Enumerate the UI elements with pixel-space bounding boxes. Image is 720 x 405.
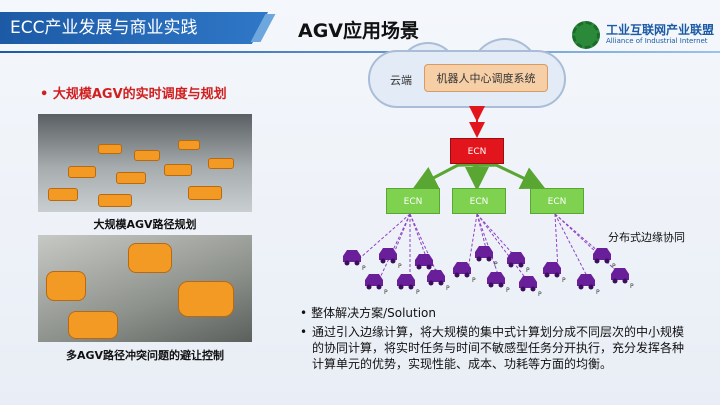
vehicle-label: P	[494, 261, 498, 268]
vehicle-icon: P	[379, 248, 402, 270]
header-divider	[0, 51, 720, 53]
ecn-mid-node: ECN	[386, 188, 440, 214]
scheduling-system-box: 机器人中心调度系统	[424, 64, 548, 92]
solution-body-text: 通过引入边缘计算，将大规模的集中式计算划分成不同层次的中小规模的协同计算，将实时…	[312, 325, 685, 371]
vehicle-icon: P	[453, 262, 476, 284]
left-bullet-heading: • 大规模AGV的实时调度与规划	[40, 87, 227, 102]
vehicle-icon: P	[427, 270, 450, 292]
logo-name-en: Alliance of Industrial Internet	[606, 37, 708, 45]
vehicle-label: P	[472, 277, 476, 284]
vehicle-label: P	[506, 287, 510, 294]
solution-body-bullet: •	[300, 325, 308, 339]
solution-title-text: 整体解决方案/Solution	[311, 306, 437, 320]
agv-warehouse-photo	[38, 114, 252, 212]
vehicle-icon: P	[577, 274, 600, 296]
vehicle-label: P	[538, 291, 542, 298]
vehicle-label: P	[526, 267, 530, 274]
edge-collab-label: 分布式边缘协同	[608, 231, 685, 244]
slide-title: AGV应用场景	[298, 20, 420, 42]
vehicle-icon: P	[487, 272, 510, 294]
vehicle-icon: P	[543, 262, 566, 284]
logo-name-cn: 工业互联网产业联盟	[606, 23, 715, 37]
solution-title-bullet: •	[300, 306, 308, 320]
vehicle-icon: P	[343, 250, 366, 272]
vehicle-icon: P	[519, 276, 542, 298]
solution-body: • 通过引入边缘计算，将大规模的集中式计算划分成不同层次的中小规模的协同计算，将…	[300, 324, 690, 372]
vehicle-label: P	[612, 263, 616, 270]
aii-logo: 工业互联网产业联盟 Alliance of Industrial Interne…	[572, 20, 717, 52]
agv-collision-photo	[38, 235, 252, 342]
vehicle-label: P	[416, 289, 420, 296]
vehicle-label: P	[596, 289, 600, 296]
vehicle-label: P	[362, 265, 366, 272]
vehicle-icon: P	[507, 252, 530, 274]
vehicle-label: P	[630, 283, 634, 290]
photo2-caption: 多AGV路径冲突问题的避让控制	[65, 349, 225, 362]
vehicle-label: P	[384, 289, 388, 296]
vehicle-label: P	[562, 277, 566, 284]
ecn-mid-node: ECN	[530, 188, 584, 214]
slide-header: ECC产业发展与商业实践 AGV应用场景 工业互联网产业联盟 Alliance …	[0, 0, 720, 53]
ecn-link-arrow	[412, 145, 482, 189]
vehicle-icon: P	[397, 274, 420, 296]
vehicle-icon: P	[365, 274, 388, 296]
vehicle-icon: P	[593, 248, 616, 270]
solution-title: •整体解决方案/Solution	[300, 304, 436, 321]
vehicle-label: P	[446, 285, 450, 292]
vehicle-icon: P	[475, 246, 498, 268]
section-title: ECC产业发展与商业实践	[0, 12, 268, 44]
cloud-label: 云端	[390, 74, 412, 87]
photo1-caption: 大规模AGV路径规划	[93, 218, 197, 231]
ecn-top-node: ECN	[450, 138, 504, 164]
gear-logo-icon	[572, 21, 600, 49]
ecn-mid-node: ECN	[452, 188, 506, 214]
vehicle-label: P	[398, 263, 402, 270]
ecn-link-arrow	[472, 145, 546, 190]
vehicle-icon: P	[611, 268, 634, 290]
